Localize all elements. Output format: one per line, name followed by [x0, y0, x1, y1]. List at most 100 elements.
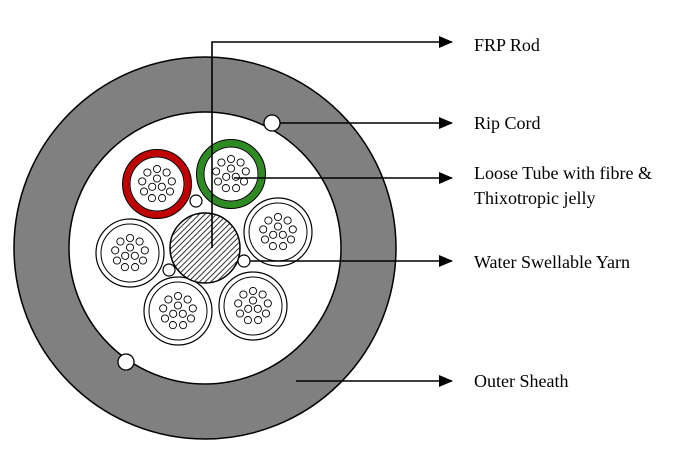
water-swellable-yarn [189, 194, 203, 208]
rip-cord-label: Rip Cord [474, 113, 541, 133]
loose-tube [243, 197, 313, 267]
optical-fibre [286, 235, 296, 244]
optical-fibre [213, 177, 223, 186]
optical-fibre [226, 164, 236, 173]
optical-fibre [235, 309, 245, 318]
optical-fibre [111, 246, 120, 255]
optical-fibre [283, 216, 292, 225]
optical-fibre [130, 251, 139, 260]
water-swellable-yarn [162, 263, 176, 277]
optical-fibre [186, 314, 196, 323]
loose-tube-label-line2: Thixotropic jelly [474, 188, 596, 208]
optical-fibre [261, 309, 271, 318]
loose-tube [95, 218, 165, 288]
optical-fibre [179, 321, 188, 330]
optical-fibre [239, 177, 249, 186]
loose-tube-label-line1: Loose Tube with fibre & [474, 163, 652, 183]
optical-fibre [273, 212, 283, 222]
optical-fibre [121, 251, 130, 260]
water-swellable-yarn [237, 254, 251, 268]
loose-tube-outer-wall [143, 276, 213, 346]
optical-fibre [279, 242, 288, 251]
optical-fibre [116, 237, 125, 246]
optical-fibre [243, 316, 252, 325]
rip-cord [117, 353, 135, 371]
optical-fibre [239, 290, 248, 299]
optical-fibre [221, 184, 230, 193]
optical-fibre [248, 286, 258, 296]
optical-fibre [157, 182, 166, 191]
optical-fibre [173, 291, 183, 301]
loose-tube-outer-wall [95, 218, 165, 288]
optical-fibre [173, 301, 183, 310]
leader-lines [211, 36, 453, 387]
optical-fibre [135, 237, 144, 246]
outer-sheath-label: Outer Sheath [474, 371, 569, 391]
optical-fibre [268, 242, 277, 251]
loose-tube-inner-wall [223, 276, 283, 336]
optical-fibre [125, 233, 135, 243]
loose-tube-color-ring [122, 149, 192, 219]
optical-fibre [165, 187, 175, 196]
frp-rod [169, 212, 241, 284]
loose-tube-inner-wall [203, 146, 259, 202]
optical-fibre [273, 222, 283, 231]
optical-fibre [253, 304, 262, 313]
loose-tube-outer-wall [243, 197, 313, 267]
optical-fibre [178, 309, 187, 318]
optical-fibre [244, 304, 253, 313]
optical-fibre [232, 184, 241, 193]
optical-fibre [159, 304, 168, 313]
optical-fibre [169, 309, 178, 318]
loose-tube-inner-wall [148, 281, 208, 341]
frp-rod-leader [211, 36, 453, 248]
optical-fibre [125, 243, 135, 252]
optical-fibre [241, 167, 250, 176]
loose-tube-colored [122, 149, 192, 219]
optical-fibre [217, 158, 226, 167]
optical-fibre [278, 230, 287, 239]
loose-tubes-group [95, 139, 313, 346]
loose-tube-inner-wall [129, 156, 185, 212]
optical-fibre [112, 256, 122, 265]
optical-fibre [236, 158, 245, 167]
optical-fibre [138, 256, 148, 265]
optical-fibre [226, 154, 236, 164]
optical-fibre [160, 314, 170, 323]
loose-tube-outline [196, 139, 266, 209]
optical-fibre [148, 182, 157, 191]
optical-fibre [138, 177, 147, 186]
optical-fibre [140, 246, 149, 255]
loose-tube-outer-wall [218, 271, 288, 341]
optical-fibre [264, 216, 273, 225]
optical-fibre [288, 225, 297, 234]
water-swellable-yarn-label: Water Swellable Yarn [474, 252, 631, 272]
optical-fibre [164, 295, 173, 304]
loose-tube-inner-wall [100, 223, 160, 283]
optical-fibre [188, 304, 197, 313]
optical-fibre [152, 174, 162, 183]
optical-fibre [269, 230, 278, 239]
loose-tube [218, 271, 288, 341]
loose-tube-color-ring [196, 139, 266, 209]
optical-fibre [158, 194, 167, 203]
rip-cord [263, 114, 281, 132]
optical-fibre [167, 177, 176, 186]
optical-fibre [258, 290, 267, 299]
optical-fibre [254, 316, 263, 325]
optical-fibre [260, 235, 270, 244]
optical-fibre [120, 263, 129, 272]
optical-fibre [263, 299, 272, 308]
optical-fibre [131, 263, 140, 272]
loose-tube-outline [122, 149, 192, 219]
optical-fibre [139, 187, 149, 196]
optical-fibre [231, 172, 240, 181]
optical-fibre [212, 167, 221, 176]
optical-fibre [234, 299, 243, 308]
optical-fibre [259, 225, 268, 234]
optical-fibre [183, 295, 192, 304]
optical-fibre [222, 172, 231, 181]
optical-fibre [168, 321, 177, 330]
